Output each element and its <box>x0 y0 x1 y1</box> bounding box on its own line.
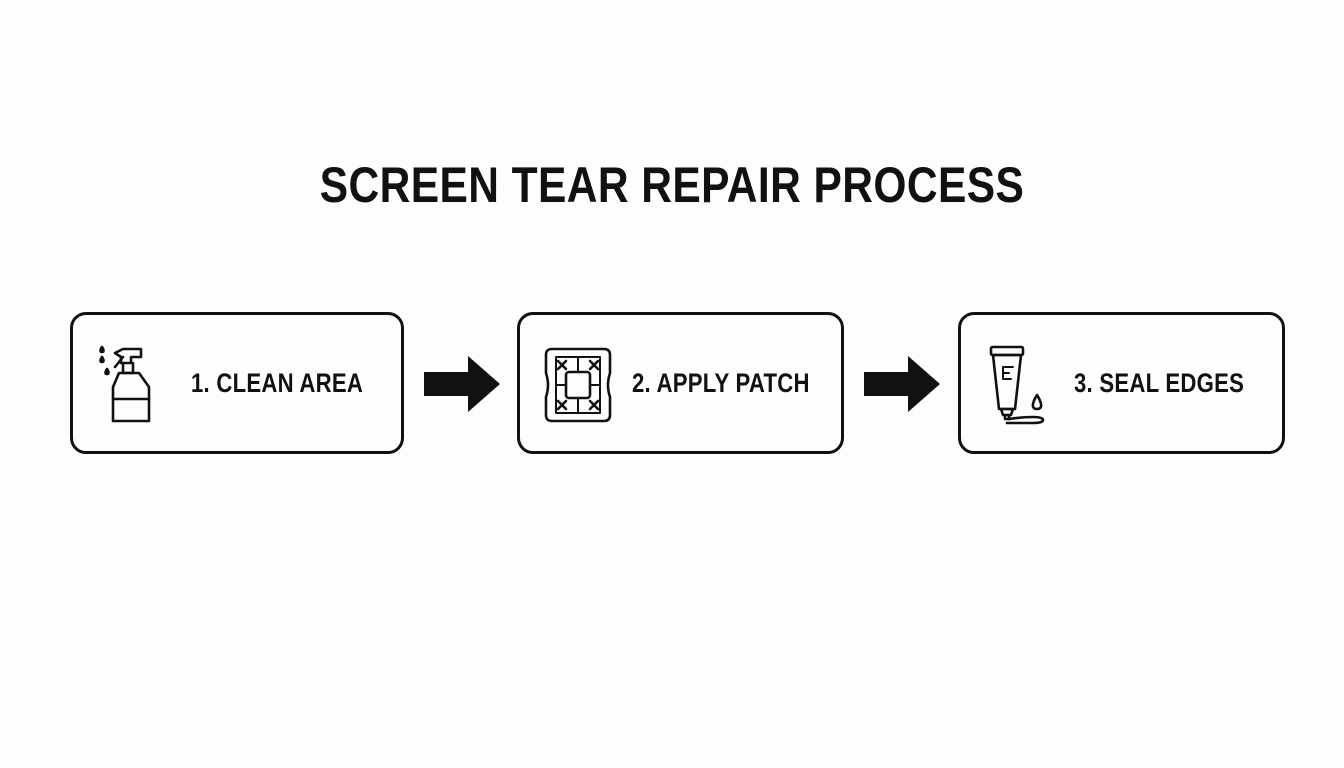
spray-bottle-icon <box>95 343 167 427</box>
step-label: 1. CLEAN AREA <box>191 367 364 398</box>
right-arrow-icon <box>864 356 940 412</box>
right-arrow-icon <box>424 356 500 412</box>
step-label: 3. SEAL EDGES <box>1074 367 1245 398</box>
step-label: 2. APPLY PATCH <box>632 367 810 398</box>
diagram-title: SCREEN TEAR REPAIR PROCESS <box>319 157 1025 213</box>
patch-icon <box>542 343 614 427</box>
step-apply-patch: 2. APPLY PATCH <box>517 312 844 454</box>
sealant-tube-icon <box>985 343 1057 427</box>
step-seal-edges: 3. SEAL EDGES <box>958 312 1285 454</box>
step-clean-area: 1. CLEAN AREA <box>70 312 404 454</box>
